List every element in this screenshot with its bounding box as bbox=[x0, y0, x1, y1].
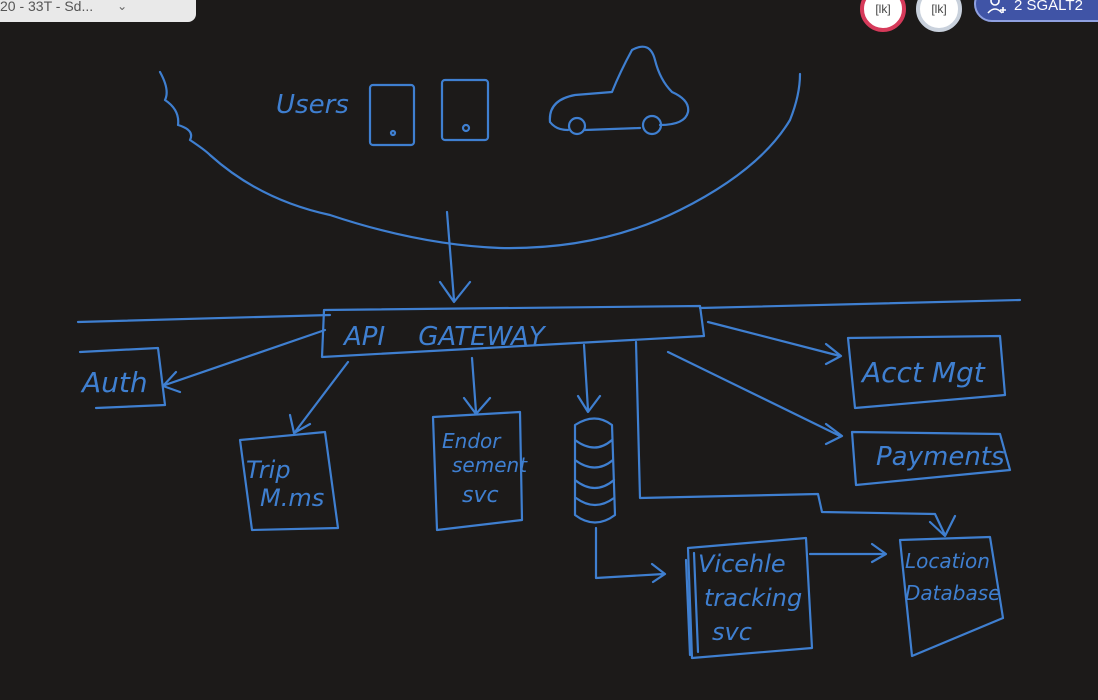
acct-mgt-label: Acct Mgt bbox=[860, 356, 986, 389]
trip-mgmt-label-1: Trip bbox=[246, 456, 291, 484]
arrow-gateway-to-acct bbox=[706, 320, 843, 366]
tablet-icon bbox=[440, 78, 490, 142]
auth-label: Auth bbox=[80, 366, 148, 399]
endorsement-label-2: sement bbox=[452, 453, 528, 477]
users-label: Users bbox=[276, 90, 349, 120]
payments-box[interactable] bbox=[850, 430, 1012, 487]
acct-mgt-box[interactable] bbox=[846, 334, 1007, 410]
arrow-vehicle-to-location bbox=[808, 542, 888, 564]
avatar-initials: [lk] bbox=[875, 2, 891, 16]
vehicle-label-2: tracking bbox=[704, 584, 802, 612]
arrow-gateway-to-auth bbox=[161, 328, 327, 394]
arrow-gateway-to-payments bbox=[666, 350, 844, 446]
arrow-gateway-to-trip bbox=[288, 360, 350, 435]
person-add-icon bbox=[987, 0, 1006, 14]
tab-chip-label: 20 - 33T - Sd... bbox=[0, 0, 94, 14]
chevron-down-icon[interactable]: ⌄ bbox=[117, 0, 128, 13]
users-cloud bbox=[158, 70, 802, 250]
endorsement-label-3: svc bbox=[462, 483, 499, 508]
vehicle-label-1: Vicehle bbox=[698, 550, 786, 578]
arrow-gateway-to-endorsement bbox=[462, 356, 492, 416]
arrow-database-to-vehicle bbox=[594, 526, 667, 584]
share-button[interactable]: 2 SGALT2 bbox=[974, 0, 1098, 22]
arrow-gateway-to-location bbox=[634, 340, 957, 538]
location-database-box[interactable] bbox=[898, 535, 1005, 658]
api-gateway-box[interactable] bbox=[320, 304, 706, 359]
auth-box[interactable] bbox=[78, 346, 167, 410]
avatar[interactable]: [lk] bbox=[916, 0, 962, 32]
trip-mgmt-label-2: M.ms bbox=[260, 484, 324, 512]
arrow-gateway-to-database bbox=[576, 343, 602, 414]
database-icon[interactable] bbox=[573, 417, 617, 524]
tab-chip[interactable]: 20 - 33T - Sd... ⌄ bbox=[0, 0, 196, 22]
trip-mgmt-box[interactable] bbox=[238, 430, 340, 532]
backbone-line bbox=[76, 298, 1022, 324]
avatar-initials: [lk] bbox=[931, 2, 947, 16]
share-label: 2 SGALT2 bbox=[1014, 0, 1083, 14]
arrow-users-to-gateway bbox=[438, 210, 472, 304]
car-icon bbox=[548, 45, 690, 132]
location-label-1: Location bbox=[905, 549, 990, 573]
vehicle-tracking-svc-box[interactable] bbox=[684, 536, 814, 660]
vehicle-label-3: svc bbox=[712, 618, 752, 646]
api-gateway-label: API GATEWAY bbox=[342, 322, 547, 352]
endorsement-label-1: Endor bbox=[442, 429, 502, 453]
endorsement-svc-box[interactable] bbox=[431, 410, 524, 532]
payments-label: Payments bbox=[876, 442, 1005, 472]
phone-icon bbox=[368, 83, 416, 147]
location-label-2: Database bbox=[905, 581, 1000, 605]
